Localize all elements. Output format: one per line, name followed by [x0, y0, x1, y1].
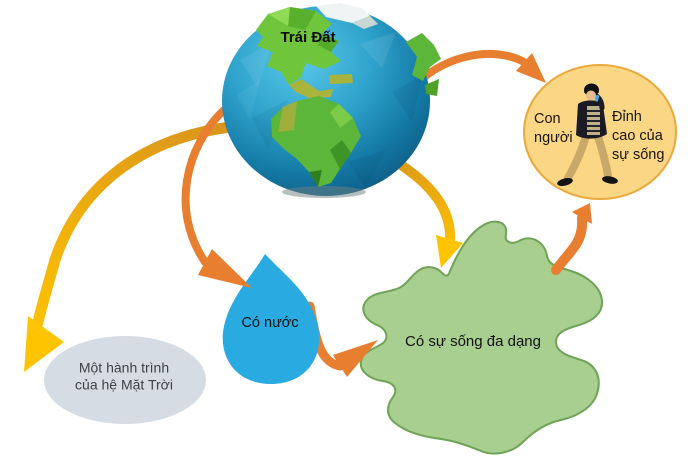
person-icon	[557, 83, 618, 186]
human-label-left-line1: Con	[534, 111, 561, 127]
earth-label: Trái Đất	[280, 29, 336, 46]
human-label-left: Con người	[534, 110, 573, 148]
globe-icon	[222, 3, 441, 198]
journey-ellipse	[44, 336, 206, 424]
human-label-right-line1: Đỉnh	[612, 109, 642, 125]
arrow-life-to-human	[551, 203, 592, 275]
arrow-earth-to-human	[412, 49, 546, 88]
human-label-left-line2: người	[534, 130, 573, 146]
journey-label-line2: của hệ Mặt Trời	[75, 376, 173, 392]
human-label-right-line2: cao của	[612, 128, 663, 144]
life-label: Có sự sống đa dạng	[405, 333, 541, 350]
arrow-earth-to-journey	[24, 120, 246, 372]
journey-label-line1: Một hành trình	[78, 359, 170, 376]
arrow-earth-to-water	[181, 106, 252, 288]
water-label: Có nước	[241, 315, 299, 331]
journey-label: Một hành trình của hệ Mặt Trời	[75, 360, 173, 393]
human-label-right: Đỉnh cao của sự sống	[612, 108, 664, 165]
human-label-right-line3: sự sống	[612, 147, 665, 163]
life-blob	[359, 220, 604, 455]
